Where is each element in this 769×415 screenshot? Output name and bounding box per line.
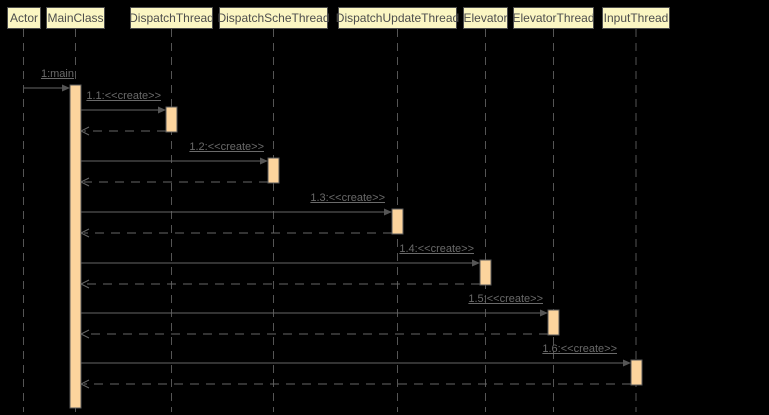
call-arrowhead-1-main <box>62 84 70 92</box>
activation-bar-dispatchthread <box>165 106 178 133</box>
message-label-1-main: 1:main <box>40 68 74 80</box>
call-arrowhead-1-1-create- <box>158 106 166 114</box>
return-arrowhead-elevatorthread <box>79 329 90 339</box>
return-arrowhead-elevator <box>79 279 90 289</box>
participant-box-dispatchupdatethread: DispatchUpdateThread <box>336 7 459 29</box>
activation-bar-inputthread <box>630 359 643 386</box>
participant-box-elevatorthread: ElevatorThread <box>512 7 595 29</box>
activation-bar-elevatorthread <box>547 309 560 336</box>
activation-bar-dispatchupdatethread <box>391 208 404 235</box>
return-arrowhead-inputthread <box>79 379 90 389</box>
participant-box-mainclass: MainClass <box>46 7 105 29</box>
return-arrowhead-dispatchthread <box>79 126 90 136</box>
message-label-1-2-create-: 1.2:<<create>> <box>189 141 264 153</box>
message-label-1-3-create-: 1.3:<<create>> <box>310 192 385 204</box>
participant-box-dispatchthread: DispatchThread <box>129 7 214 29</box>
participant-box-elevator: Elevator <box>463 7 508 29</box>
activation-bar-dispatchschethread <box>267 157 280 184</box>
activation-bar-elevator <box>479 259 492 286</box>
participant-box-inputthread: InputThread <box>602 7 670 29</box>
message-label-1-6-create-: 1.6:<<create>> <box>542 343 617 355</box>
message-label-1-5-create-: 1.5:<<create>> <box>468 293 543 305</box>
message-label-1-1-create-: 1.1:<<create>> <box>86 90 161 102</box>
return-arrowhead-dispatchschethread <box>79 177 90 187</box>
call-arrowhead-1-2-create- <box>260 157 268 165</box>
call-arrowhead-1-6-create- <box>623 359 631 367</box>
call-arrowhead-1-4-create- <box>472 259 480 267</box>
message-label-1-4-create-: 1.4:<<create>> <box>399 243 474 255</box>
call-arrowhead-1-3-create- <box>384 208 392 216</box>
participant-box-actor: Actor <box>7 7 41 29</box>
call-arrowhead-1-5-create- <box>540 309 548 317</box>
activation-bar-mainclass <box>69 84 82 409</box>
return-arrowhead-dispatchupdatethread <box>79 228 90 238</box>
participant-box-dispatchschethread: DispatchScheThread <box>217 7 330 29</box>
